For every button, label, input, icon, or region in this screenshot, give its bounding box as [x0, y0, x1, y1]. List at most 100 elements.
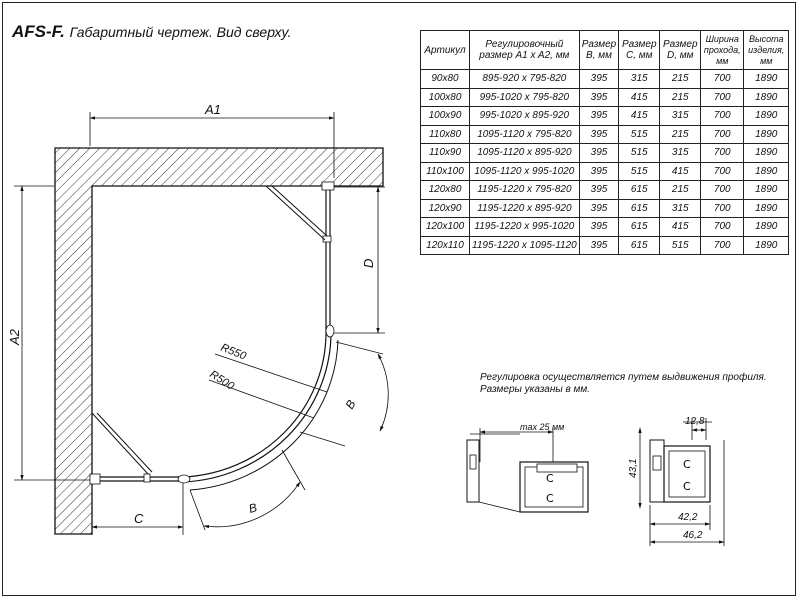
- cell: 1890: [743, 143, 790, 163]
- cell: 120x90: [420, 198, 470, 218]
- cell: 110x90: [420, 143, 470, 163]
- cell: 395: [578, 217, 620, 237]
- cell: 215: [659, 124, 702, 144]
- profile-detail-right: 12,8 43,1 C C 42,2 46,2: [628, 416, 725, 546]
- radius-label-500: R500: [207, 368, 236, 393]
- dim-label-42-2: 42,2: [678, 512, 698, 523]
- dimension-c: C: [91, 482, 184, 535]
- note-line-1: Регулировка осуществляется путем выдвиже…: [480, 372, 767, 383]
- cell: 215: [659, 69, 702, 89]
- cell: 700: [700, 198, 745, 218]
- dim-label-b-right: B: [342, 398, 358, 412]
- dim-label-a2: A2: [7, 328, 22, 346]
- cell: 100x80: [420, 87, 470, 107]
- cell: 1890: [743, 198, 790, 218]
- cell: 100x90: [420, 106, 470, 126]
- cell: 1890: [743, 235, 790, 255]
- cell: 1890: [743, 69, 790, 89]
- cell: 395: [578, 106, 620, 126]
- cell: 515: [659, 235, 702, 255]
- cell: 395: [578, 235, 620, 255]
- cell: 395: [578, 143, 620, 163]
- cell: 395: [578, 87, 620, 107]
- radius-annotations: R550 R500: [207, 342, 328, 419]
- radius-label-550: R550: [219, 342, 249, 363]
- dimension-a1: A1: [89, 102, 335, 178]
- cell: 415: [659, 217, 702, 237]
- table-header-row: Артикул Регулировочный размер A1 x A2, м…: [420, 30, 790, 70]
- cell: 395: [578, 161, 620, 181]
- cell: 110x100: [420, 161, 470, 181]
- cell: 1195-1220 x 795-820: [469, 180, 580, 200]
- cell: 700: [700, 180, 745, 200]
- cell: 415: [618, 87, 661, 107]
- adjustment-note: Регулировка осуществляется путем выдвиже…: [480, 372, 767, 396]
- dimension-d: D: [334, 186, 385, 334]
- wall-profile-left: [89, 473, 101, 485]
- cell: 1095-1120 x 995-1020: [469, 161, 580, 181]
- cell: 515: [618, 143, 661, 163]
- cell: 215: [659, 87, 702, 107]
- cell: 700: [700, 161, 745, 181]
- support-bars: [91, 185, 328, 475]
- svg-text:C: C: [683, 480, 691, 493]
- cell: 700: [700, 106, 745, 126]
- wall-hatching: [54, 147, 384, 535]
- cell: 315: [618, 69, 661, 89]
- header-article: Артикул: [420, 30, 470, 70]
- cell: 995-1020 x 795-820: [469, 87, 580, 107]
- cell: 120x80: [420, 180, 470, 200]
- dim-label-a1: A1: [204, 102, 221, 117]
- svg-text:C: C: [546, 492, 554, 505]
- cell: 700: [700, 235, 745, 255]
- cell: 415: [618, 106, 661, 126]
- dim-label-max25: max 25 мм: [520, 422, 564, 432]
- dim-label-d: D: [361, 259, 376, 268]
- cell: 315: [659, 198, 702, 218]
- header-size-c: Размер C, мм: [618, 30, 661, 70]
- dim-label-43-1: 43,1: [628, 459, 639, 478]
- cell: 515: [618, 124, 661, 144]
- cell: 1095-1120 x 795-820: [469, 124, 580, 144]
- cell: 315: [659, 143, 702, 163]
- cell: 110x80: [420, 124, 470, 144]
- cell: 1195-1220 x 1095-1120: [469, 235, 580, 255]
- dim-label-46-2: 46,2: [683, 530, 703, 541]
- cell: 700: [700, 143, 745, 163]
- cell: 120x100: [420, 217, 470, 237]
- cell: 1890: [743, 124, 790, 144]
- dim-label-b-bottom: B: [247, 500, 258, 516]
- cell: 615: [618, 217, 661, 237]
- cell: 1890: [743, 217, 790, 237]
- header-size-d: Размер D, мм: [659, 30, 702, 70]
- header-height: Высота изделия, мм: [743, 30, 790, 70]
- cell: 700: [700, 87, 745, 107]
- cell: 395: [578, 69, 620, 89]
- cell: 615: [618, 235, 661, 255]
- profile-detail-left: max 25 мм C C: [466, 422, 589, 513]
- cell: 1890: [743, 87, 790, 107]
- dimension-a2: A2: [7, 185, 90, 481]
- note-line-2: Размеры указаны в мм.: [480, 384, 590, 395]
- drawing-title: AFS-F. Габаритный чертеж. Вид сверху.: [12, 22, 291, 42]
- cell: 1890: [743, 180, 790, 200]
- cell: 700: [700, 69, 745, 89]
- cell: 1890: [743, 106, 790, 126]
- cell: 395: [578, 198, 620, 218]
- header-adjustment: Регулировочный размер A1 x A2, мм: [469, 30, 580, 70]
- cell: 395: [578, 180, 620, 200]
- model-code: AFS-F.: [12, 22, 65, 41]
- cell: 700: [700, 124, 745, 144]
- cell: 995-1020 x 895-920: [469, 106, 580, 126]
- cell: 215: [659, 180, 702, 200]
- cell: 1195-1220 x 995-1020: [469, 217, 580, 237]
